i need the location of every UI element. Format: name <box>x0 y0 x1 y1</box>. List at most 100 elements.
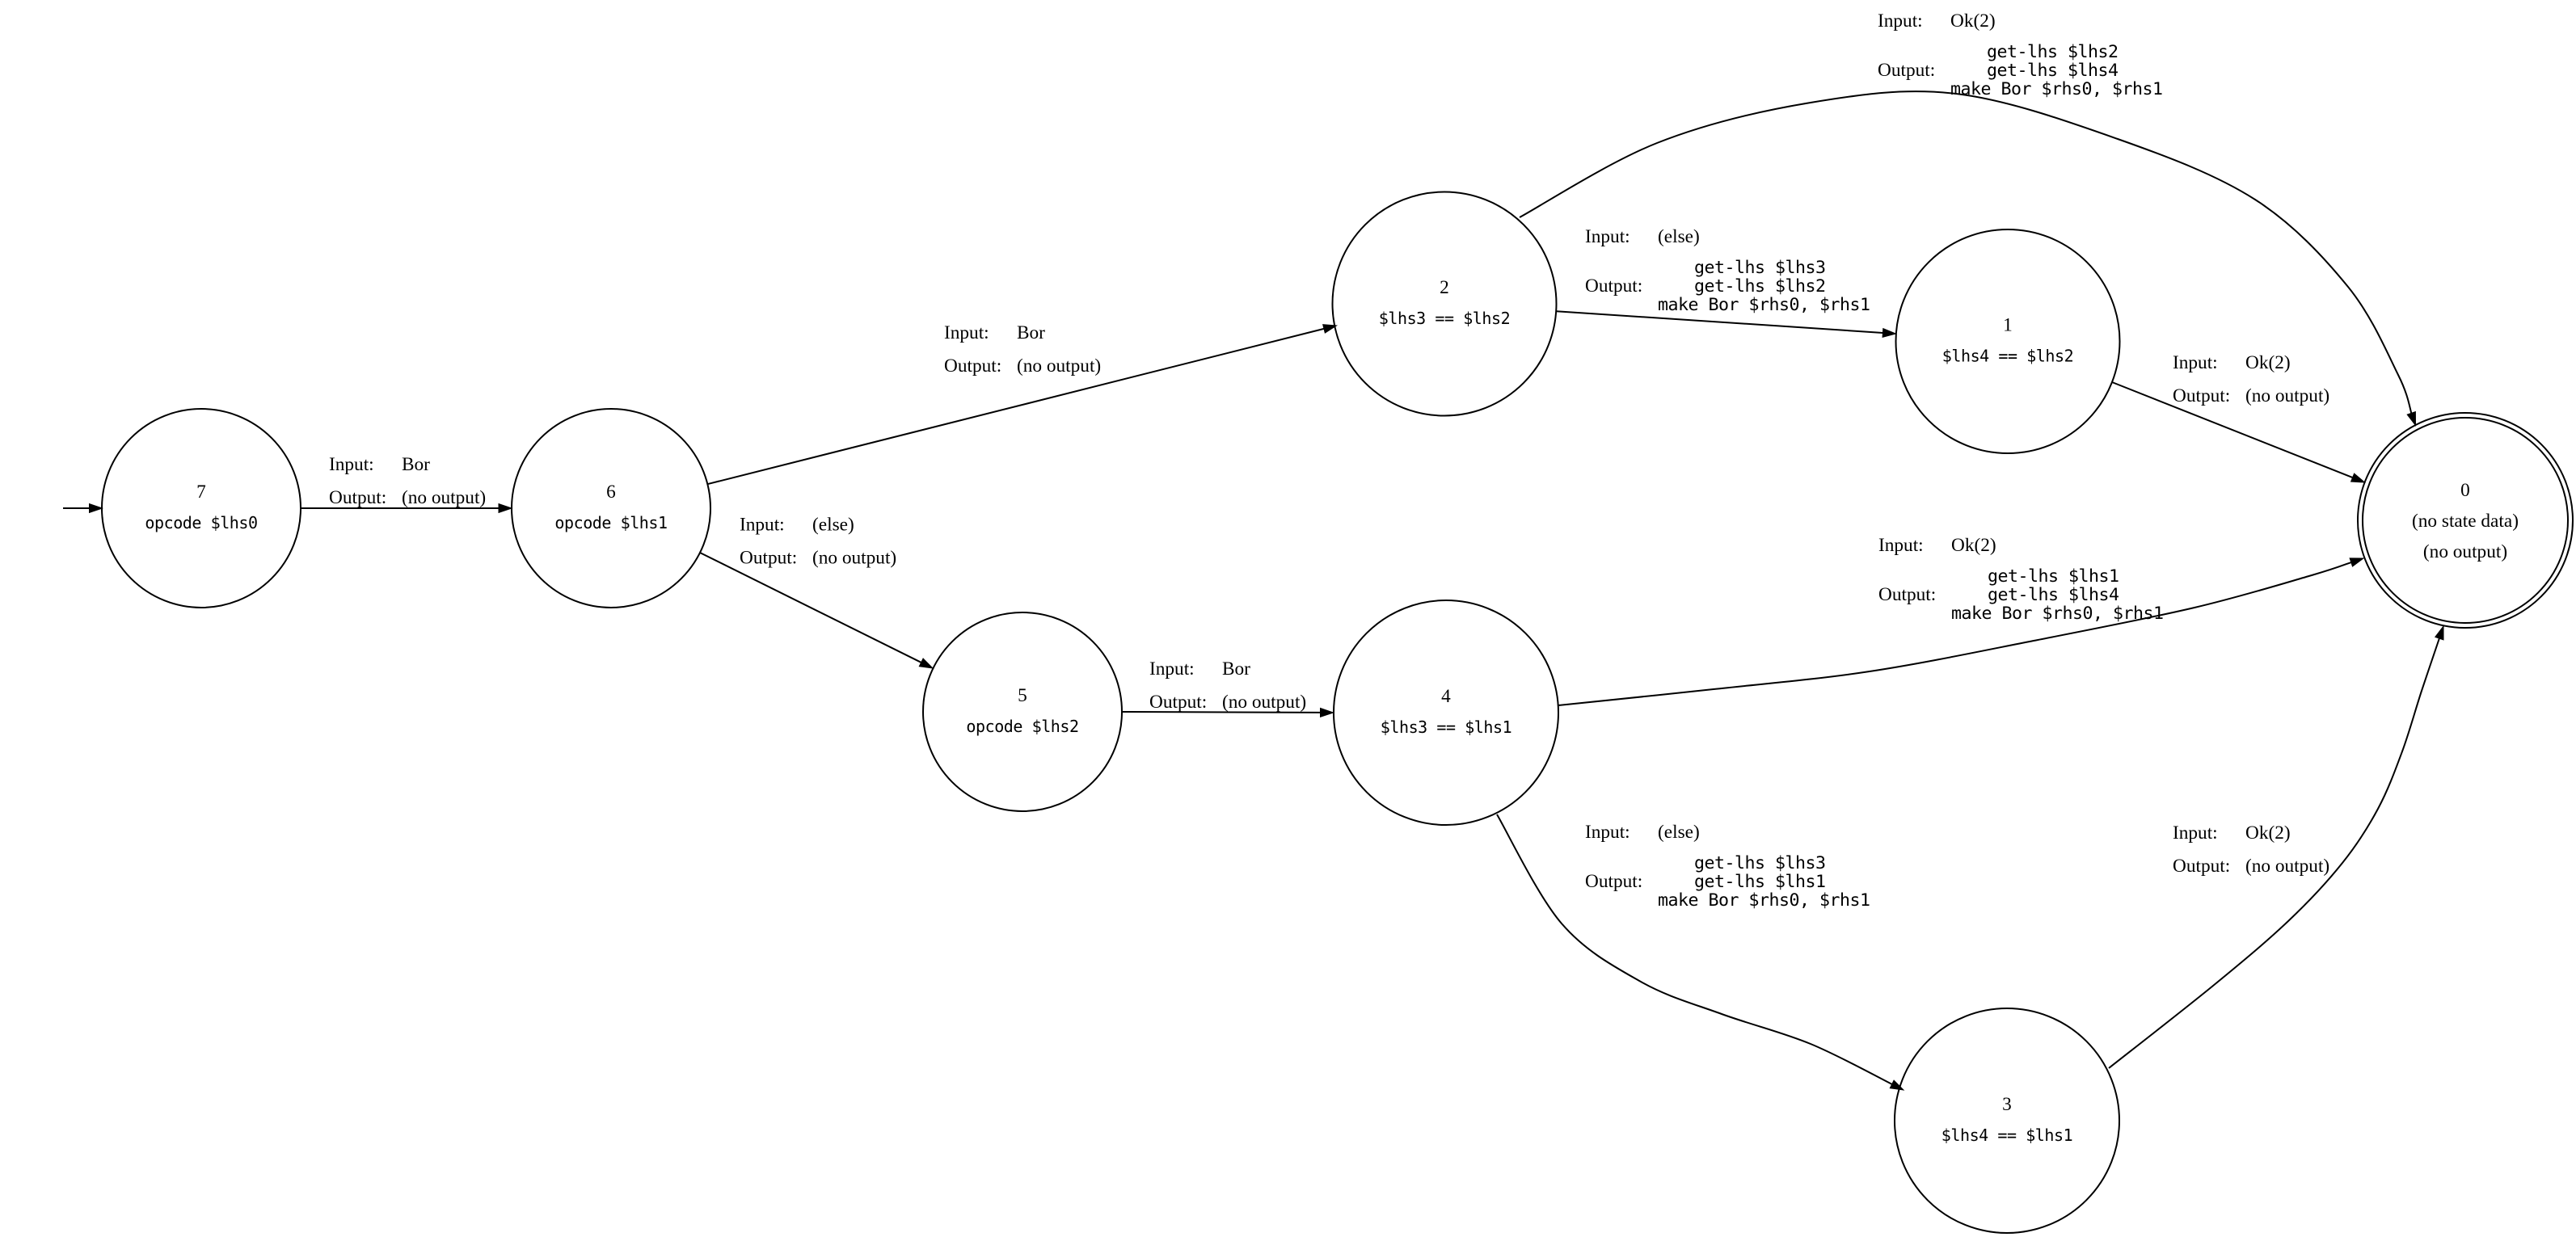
state-0-data-line-1: (no state data) <box>2412 511 2519 532</box>
edge-e5-4-output-key: Output: <box>1149 692 1207 713</box>
edge-e6-5-input-value: (else) <box>812 515 854 536</box>
edge-e1-0-path <box>2111 381 2355 479</box>
state-0-circle <box>2357 412 2574 629</box>
edge-e1-0: Input: Ok(2) Output: (no output) <box>2111 352 2366 483</box>
state-3-circle <box>1894 1008 2120 1234</box>
edge-e4-0-output-line-1: get-lhs $lhs4 <box>1988 585 2119 605</box>
edge-e3-0-output-value: (no output) <box>2245 856 2329 877</box>
edge-e4-0: Input: Ok(2) Output: get-lhs $lhs1 get-l… <box>1558 535 2365 706</box>
edge-e6-2-output-key: Output: <box>944 356 1001 377</box>
edge-e6-5: Input: (else) Output: (no output) <box>699 515 934 669</box>
edge-e2-0-input-value: Ok(2) <box>1950 11 1996 32</box>
state-4-circle <box>1333 600 1559 826</box>
edge-e1-0-input-key: Input: <box>2173 352 2218 373</box>
edge-e6-5-output-value: (no output) <box>812 548 896 569</box>
edge-e6-2-input-key: Input: <box>944 322 989 343</box>
state-3-data: $lhs4 == $lhs1 <box>1941 1126 2072 1145</box>
edge-e1-0-output-key: Output: <box>2173 385 2230 406</box>
state-4-data: $lhs3 == $lhs1 <box>1381 717 1511 737</box>
state-1-number: 1 <box>2003 315 2013 336</box>
edge-e2-1-output-line-0: get-lhs $lhs3 <box>1694 258 1826 278</box>
edge-e6-5-output-key: Output: <box>740 548 797 569</box>
edge-e1-0-output-value: (no output) <box>2245 385 2329 406</box>
edge-e4-3-output-line-0: get-lhs $lhs3 <box>1694 853 1826 873</box>
state-4: 4 $lhs3 == $lhs1 <box>1333 600 1559 826</box>
edge-e4-3-output-line-2: make Bor $rhs0, $rhs1 <box>1658 890 1870 911</box>
edge-e5-4-output-value: (no output) <box>1222 692 1306 713</box>
edge-e2-0-output-line-1: get-lhs $lhs4 <box>1987 61 2119 81</box>
edge-e4-0-path <box>1558 561 2354 706</box>
edge-e4-3-input-value: (else) <box>1658 822 1700 843</box>
states-layer: 7 opcode $lhs0 6 opcode $lhs1 5 opcode $… <box>101 191 2574 1234</box>
edge-e4-0-input-value: Ok(2) <box>1951 535 1996 556</box>
edge-e1-0-input-value: Ok(2) <box>2245 352 2291 373</box>
edge-e2-1-path <box>1556 310 1885 334</box>
edge-e3-0-arrowhead <box>2434 625 2444 641</box>
edges-layer: Input: Bor Output: (no output) Input: Bo… <box>63 11 2444 1091</box>
state-7-number: 7 <box>196 482 206 503</box>
edge-e6-2-path <box>706 327 1326 486</box>
state-0-inner-circle <box>2362 417 2569 624</box>
state-5-data: opcode $lhs2 <box>966 717 1078 736</box>
edge-e4-0-arrowhead <box>2349 557 2365 567</box>
edge-e2-0-output-key: Output: <box>1878 60 1935 81</box>
edge-e2-1-input-value: (else) <box>1658 226 1700 247</box>
edge-e4-0-output-line-2: make Bor $rhs0, $rhs1 <box>1951 604 2164 624</box>
edge-e7-6: Input: Bor Output: (no output) <box>301 454 513 514</box>
edge-e6-2-input-value: Bor <box>1017 322 1045 343</box>
state-2-number: 2 <box>1440 277 1449 298</box>
state-3-number: 3 <box>2002 1094 2012 1115</box>
state-7-data: opcode $lhs0 <box>145 513 257 532</box>
edge-init-7 <box>63 503 104 514</box>
edge-e6-5-input-key: Input: <box>740 515 785 536</box>
edge-e2-0-arrowhead <box>2406 410 2417 427</box>
edge-e4-0-input-key: Input: <box>1878 535 1924 556</box>
edge-e4-0-output-key: Output: <box>1878 584 1936 605</box>
edge-e7-6-input-value: Bor <box>402 454 430 475</box>
edge-e2-1-output-key: Output: <box>1585 276 1642 297</box>
edge-e6-5-path <box>699 552 923 664</box>
edge-e4-3: Input: (else) Output: get-lhs $lhs3 get-… <box>1496 814 1905 1091</box>
edge-init-7-arrowhead <box>89 503 104 514</box>
edge-e2-0-output-line-2: make Bor $rhs0, $rhs1 <box>1950 79 2163 99</box>
edge-e4-0-output-line-0: get-lhs $lhs1 <box>1988 566 2119 587</box>
edge-e7-6-input-key: Input: <box>329 454 374 475</box>
state-6: 6 opcode $lhs1 <box>511 408 711 608</box>
edge-e4-3-output-line-1: get-lhs $lhs1 <box>1694 872 1826 892</box>
edge-e2-0-path <box>1519 90 2413 415</box>
state-7: 7 opcode $lhs0 <box>101 408 301 608</box>
state-1: 1 $lhs4 == $lhs2 <box>1895 229 2121 454</box>
edge-e5-4-input-value: Bor <box>1222 658 1250 680</box>
state-2-data: $lhs3 == $lhs2 <box>1379 309 1510 328</box>
state-1-circle <box>1895 229 2121 454</box>
edge-e3-0-output-key: Output: <box>2173 856 2230 877</box>
state-5: 5 opcode $lhs2 <box>922 612 1123 812</box>
edge-e2-0-input-key: Input: <box>1878 11 1923 32</box>
state-4-number: 4 <box>1441 686 1451 707</box>
edge-e4-3-output-key: Output: <box>1585 871 1642 892</box>
edge-e2-1-output-line-2: make Bor $rhs0, $rhs1 <box>1658 295 1870 315</box>
edge-e2-0: Input: Ok(2) Output: get-lhs $lhs2 get-l… <box>1519 11 2417 427</box>
edge-e5-4-arrowhead <box>1320 707 1335 717</box>
state-7-circle <box>101 408 301 608</box>
edge-e5-4-path <box>1121 711 1322 713</box>
edge-e7-6-output-key: Output: <box>329 487 386 508</box>
edge-e6-5-arrowhead <box>918 658 934 669</box>
edge-e2-1-output-line-1: get-lhs $lhs2 <box>1694 276 1826 297</box>
state-6-data: opcode $lhs1 <box>554 513 667 532</box>
edge-e1-0-arrowhead <box>2350 473 2366 483</box>
state-0: 0 (no state data) (no output) <box>2357 412 2574 629</box>
state-1-data: $lhs4 == $lhs2 <box>1942 347 2073 366</box>
edge-e5-4: Input: Bor Output: (no output) <box>1121 658 1335 717</box>
state-5-circle <box>922 612 1123 812</box>
edge-e4-3-path <box>1496 814 1894 1086</box>
edge-e4-3-input-key: Input: <box>1585 822 1630 843</box>
edge-e3-0-path <box>2108 636 2441 1069</box>
state-6-circle <box>511 408 711 608</box>
edge-e6-2: Input: Bor Output: (no output) <box>706 322 1339 486</box>
state-2-circle <box>1331 191 1558 417</box>
edge-e3-0-input-value: Ok(2) <box>2245 823 2291 844</box>
state-2: 2 $lhs3 == $lhs2 <box>1331 191 1558 417</box>
